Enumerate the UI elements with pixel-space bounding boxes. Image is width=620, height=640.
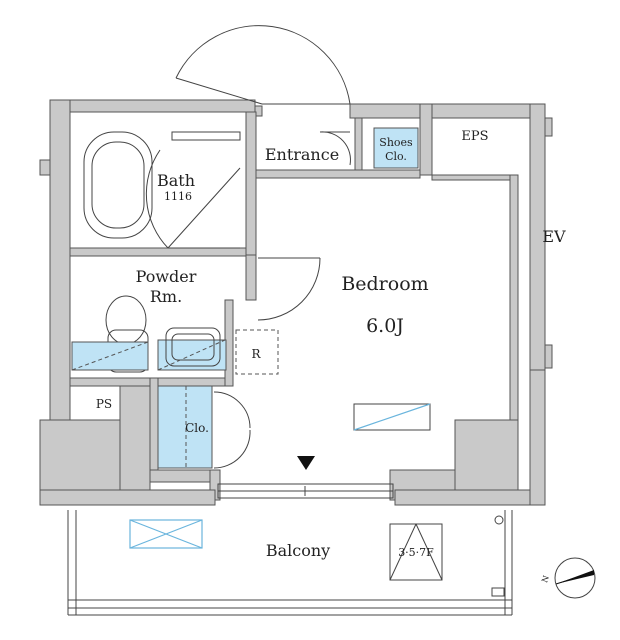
entry-arrow-icon <box>297 456 315 470</box>
closet <box>157 385 213 469</box>
powder-door <box>257 257 321 321</box>
compass-icon: N <box>540 557 596 599</box>
balcony-vent <box>129 519 203 549</box>
label-powder-rm: Rm. <box>150 287 182 306</box>
label-bedroom-size: 6.0J <box>366 315 404 337</box>
label-balcony: Balcony <box>266 541 330 560</box>
refrigerator-space <box>235 329 279 375</box>
label-shoes: Shoes <box>379 136 413 149</box>
washbasin <box>157 327 227 371</box>
label-shoes-clo: Clo. <box>385 150 407 163</box>
label-refrigerator: R <box>251 347 261 361</box>
label-entrance: Entrance <box>265 145 339 164</box>
label-bath: Bath <box>157 171 195 190</box>
label-closet: Clo. <box>185 421 209 435</box>
label-eps: EPS <box>461 129 488 144</box>
closet-door-upper <box>213 391 251 429</box>
balcony-window <box>217 483 394 499</box>
bedroom-vent <box>353 403 431 431</box>
evacuation-hatch <box>389 523 443 581</box>
closet-door-lower <box>213 429 251 469</box>
label-bath-size: 1116 <box>164 190 192 203</box>
powder-floor-blue <box>71 341 149 371</box>
label-powder: Powder <box>136 267 197 286</box>
bathtub <box>83 131 153 239</box>
entrance-door <box>175 25 351 105</box>
outer-walls <box>39 99 553 506</box>
compass-north-label: N <box>540 574 551 584</box>
balcony <box>67 510 513 616</box>
bath-door <box>145 149 169 249</box>
label-ev: EV <box>542 227 566 246</box>
label-bedroom: Bedroom <box>341 273 428 295</box>
shoes-closet <box>373 127 419 169</box>
label-floors: 3·5·7F <box>398 546 434 559</box>
label-ps: PS <box>96 397 112 411</box>
bath-shelf <box>171 131 241 141</box>
